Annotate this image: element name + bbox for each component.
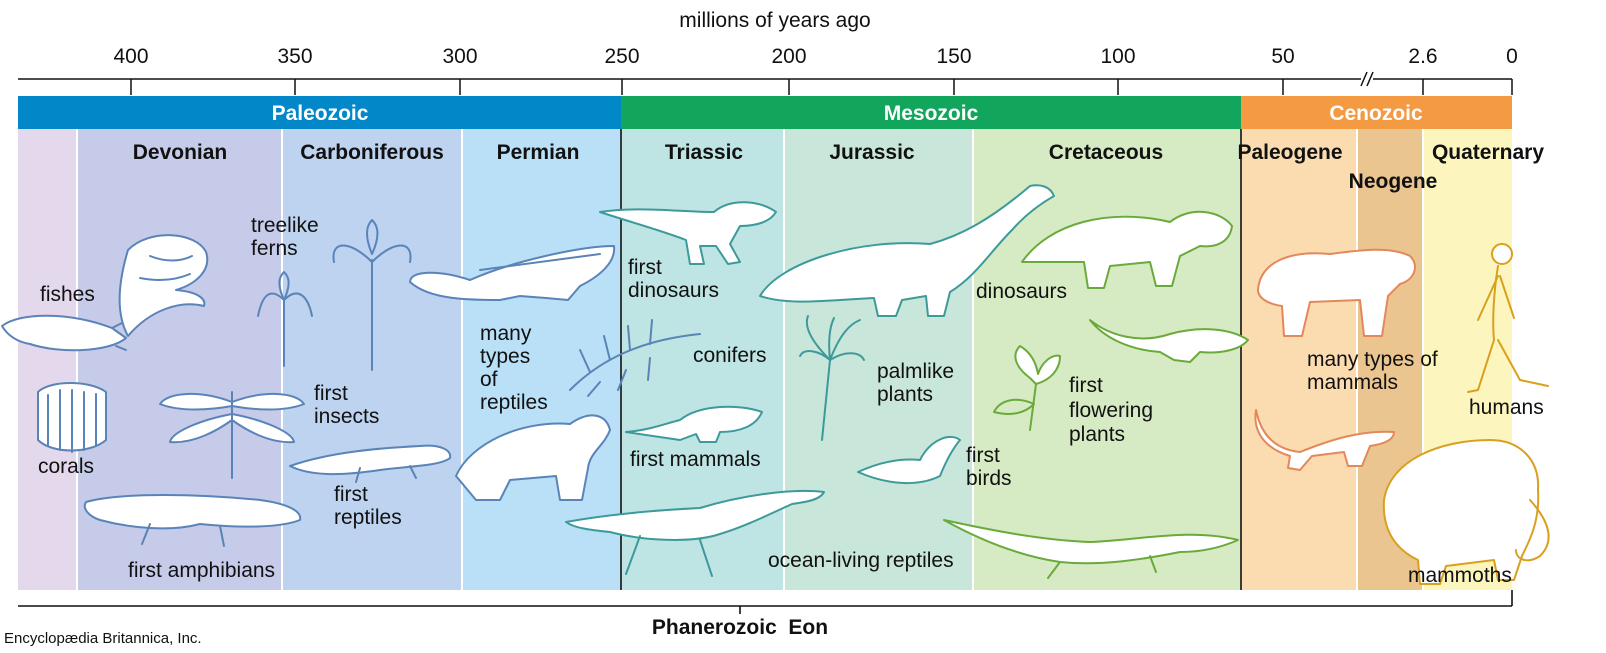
label-palmlike-plants-line2: plants: [877, 383, 933, 406]
tick-label: 100: [1100, 45, 1135, 68]
label-many-types-reptiles-line4: reptiles: [480, 391, 548, 414]
period-label-quaternary: Quaternary: [1432, 141, 1544, 164]
label-first-flowering-plants-line1: first: [1069, 374, 1103, 397]
period-label-neogene: Neogene: [1349, 170, 1438, 193]
period-label-paleogene: Paleogene: [1237, 141, 1342, 164]
human-head-icon: [1492, 244, 1512, 264]
label-first-reptiles-line1: first: [334, 483, 368, 506]
tick-label: 50: [1271, 45, 1294, 68]
label-many-types-reptiles-line2: types: [480, 345, 530, 368]
era-label-paleozoic: Paleozoic: [272, 102, 369, 125]
axis-break-mark: [1361, 72, 1373, 86]
period-label-carboniferous: Carboniferous: [300, 141, 444, 164]
tick-label: 2.6: [1408, 45, 1437, 68]
label-corals: corals: [38, 455, 94, 478]
period-label-devonian: Devonian: [133, 141, 228, 164]
tick-label: 400: [113, 45, 148, 68]
label-first-insects-line1: first: [314, 382, 348, 405]
label-dinosaurs: dinosaurs: [976, 280, 1067, 303]
axis-tick-labels: 400 350 300 250 200 150 100 50 2.6 0: [113, 45, 1517, 68]
label-treelike-ferns-line1: treelike: [251, 214, 319, 237]
period-label-cretaceous: Cretaceous: [1049, 141, 1163, 164]
label-humans: humans: [1469, 396, 1544, 419]
tick-label: 200: [771, 45, 806, 68]
tick-label: 250: [604, 45, 639, 68]
label-ocean-living-reptiles: ocean-living reptiles: [768, 549, 954, 572]
label-mammoths: mammoths: [1408, 564, 1512, 587]
label-first-mammals: first mammals: [630, 448, 761, 471]
label-first-amphibians: first amphibians: [128, 559, 275, 582]
label-many-types-reptiles-line1: many: [480, 322, 532, 345]
label-treelike-ferns-line2: ferns: [251, 237, 298, 260]
axis-title: millions of years ago: [679, 9, 870, 32]
label-fishes: fishes: [40, 283, 95, 306]
label-first-flowering-plants-line2: flowering: [1069, 399, 1153, 422]
era-bars: Paleozoic Mesozoic Cenozoic: [18, 96, 1512, 129]
tick-label: 350: [277, 45, 312, 68]
label-first-dinosaurs-line2: dinosaurs: [628, 279, 719, 302]
credit-text: Encyclopædia Britannica, Inc.: [4, 630, 202, 647]
axis-ticks: [131, 79, 1512, 95]
era-label-cenozoic: Cenozoic: [1329, 102, 1423, 125]
period-label-permian: Permian: [497, 141, 580, 164]
eon-label: Phanerozoic Eon: [652, 616, 828, 639]
eon-bracket: Phanerozoic Eon: [18, 590, 1512, 639]
label-many-types-mammals-line2: mammals: [1307, 371, 1398, 394]
period-label-triassic: Triassic: [665, 141, 744, 164]
label-first-flowering-plants-line3: plants: [1069, 423, 1125, 446]
label-first-reptiles-line2: reptiles: [334, 506, 402, 529]
period-band-silurian: [18, 129, 77, 590]
tick-label: 150: [936, 45, 971, 68]
tick-label: 300: [442, 45, 477, 68]
label-first-insects-line2: insects: [314, 405, 379, 428]
period-label-jurassic: Jurassic: [829, 141, 915, 164]
era-label-mesozoic: Mesozoic: [884, 102, 979, 125]
period-band-cretaceous: [973, 129, 1241, 590]
tick-label: 0: [1506, 45, 1518, 68]
label-many-types-reptiles-line3: of: [480, 368, 498, 391]
label-many-types-mammals-line1: many types of: [1307, 348, 1438, 371]
label-first-birds-line1: first: [966, 444, 1000, 467]
label-first-birds-line2: birds: [966, 467, 1012, 490]
label-palmlike-plants-line1: palmlike: [877, 360, 954, 383]
label-conifers: conifers: [693, 344, 767, 367]
label-first-dinosaurs-line1: first: [628, 256, 662, 279]
